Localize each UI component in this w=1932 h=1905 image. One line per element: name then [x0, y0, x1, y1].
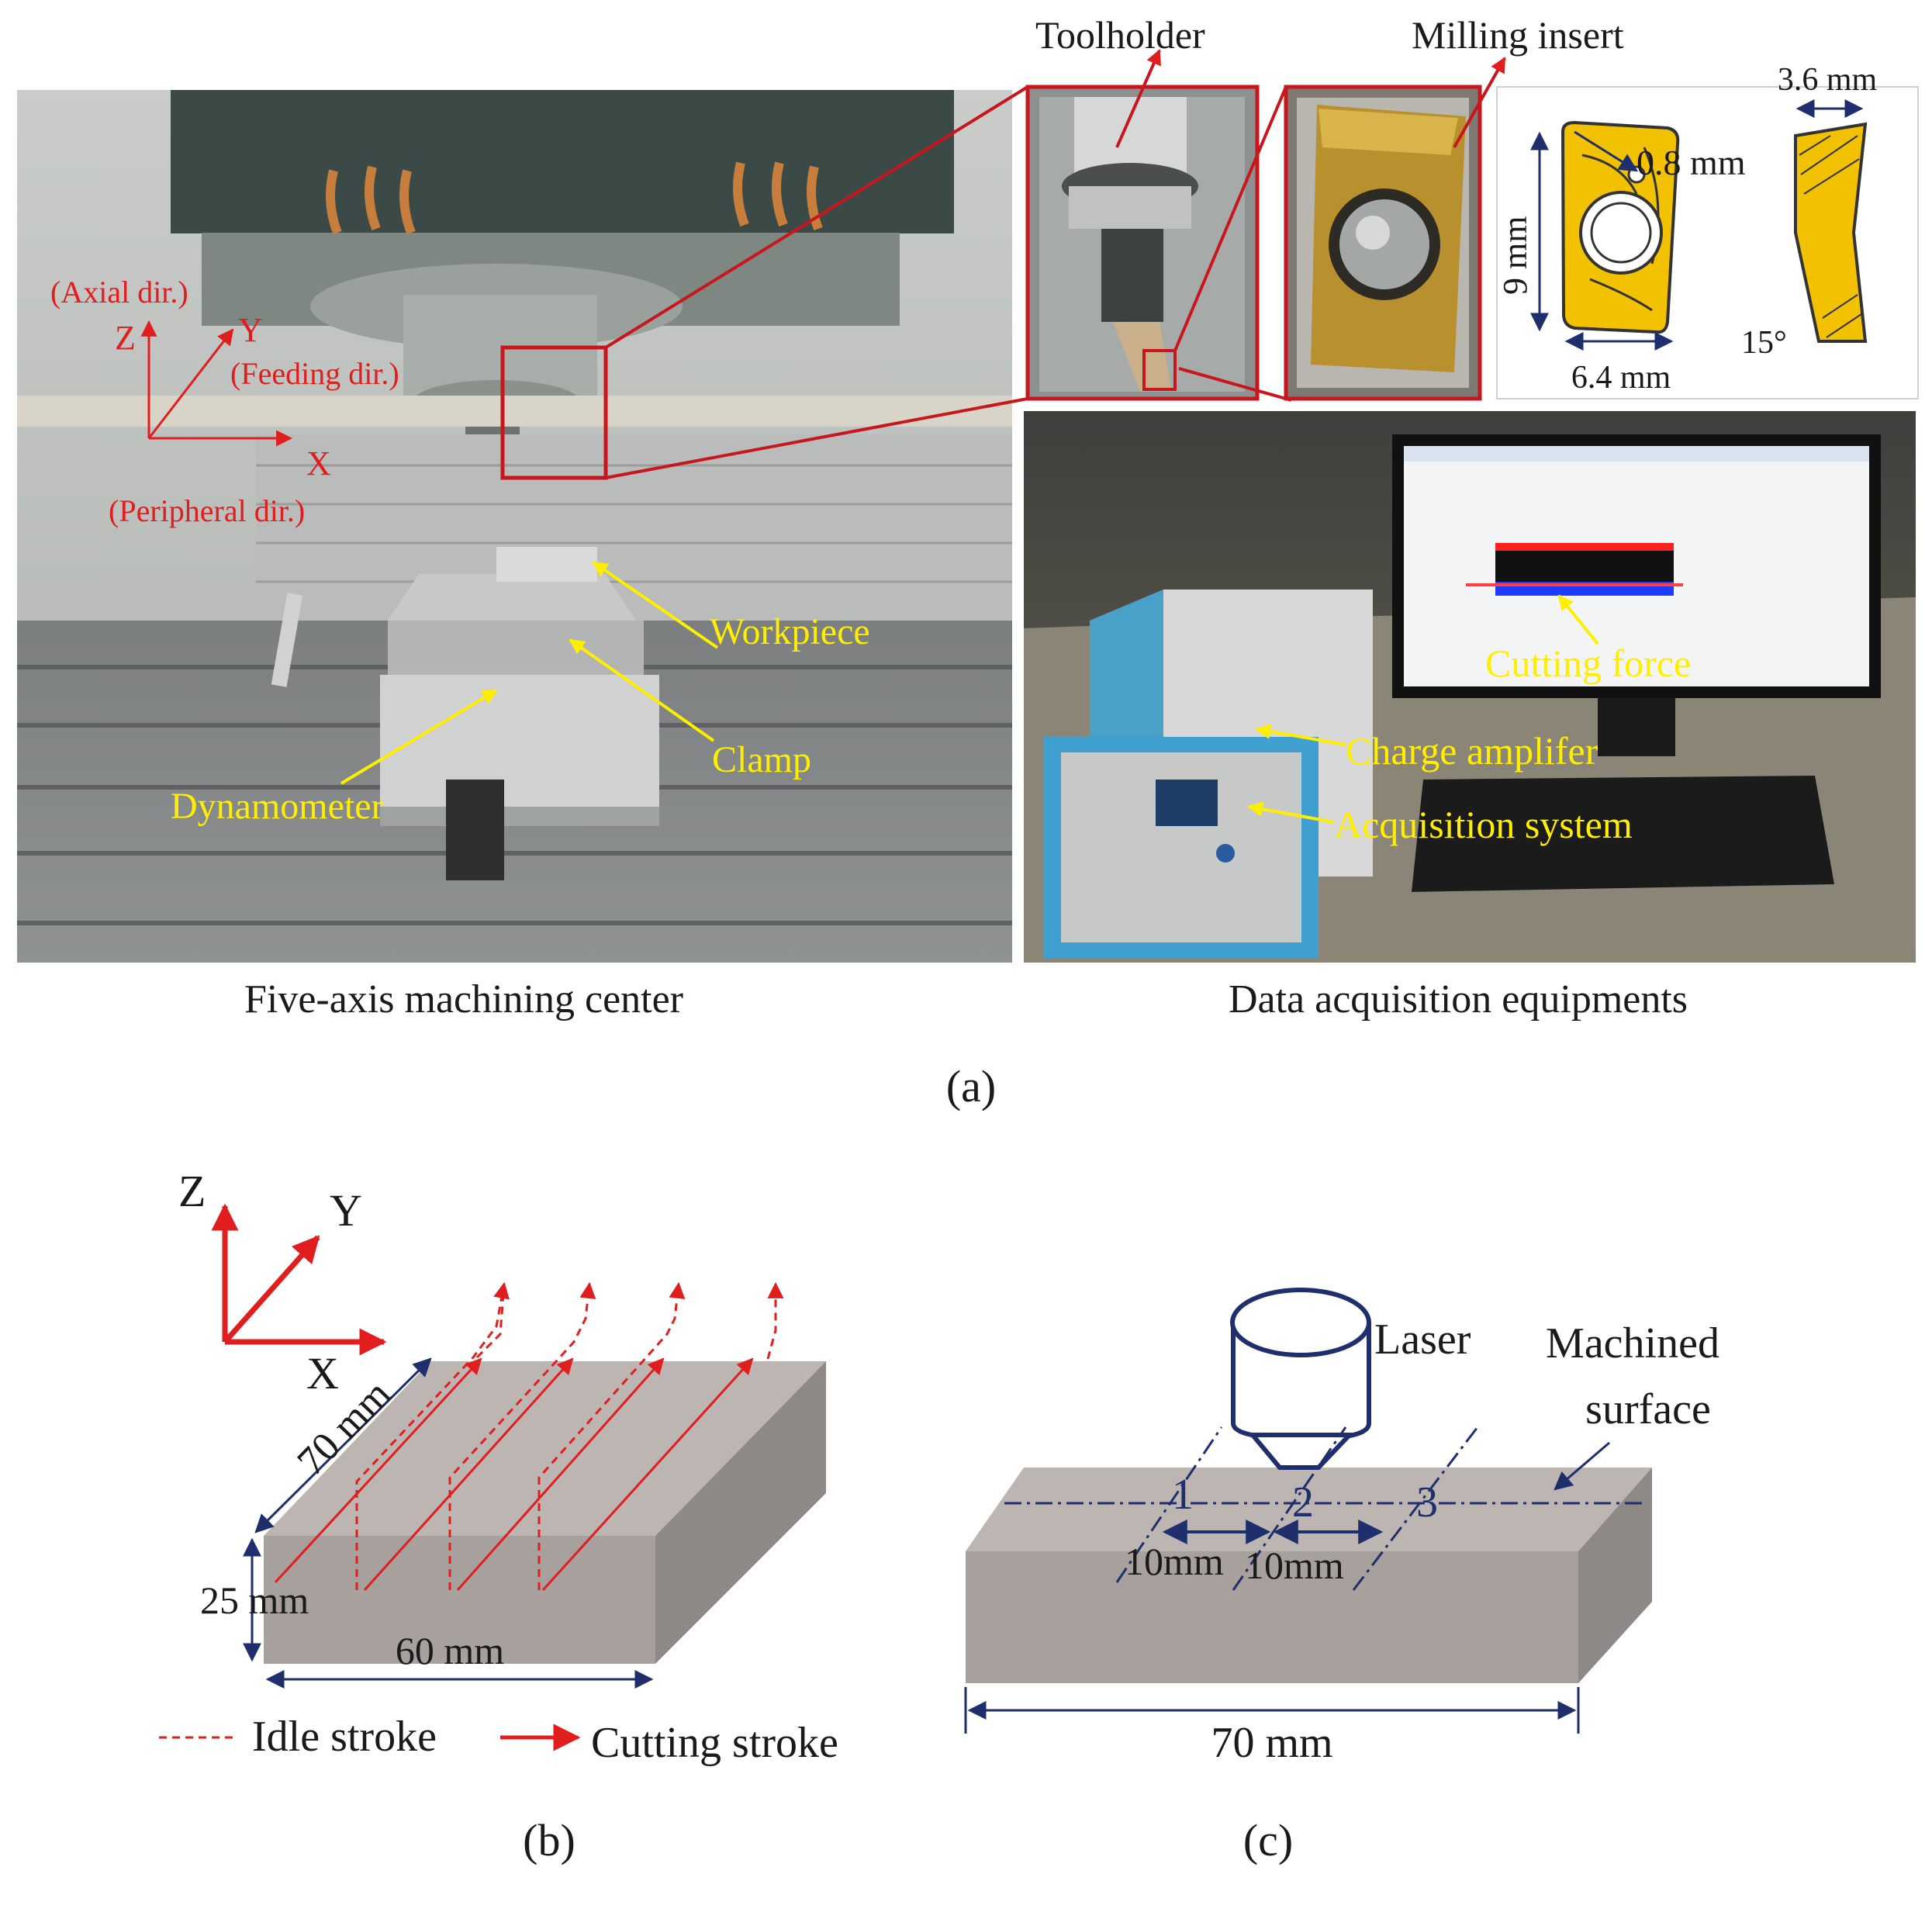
measurement-lines: [1004, 1426, 1644, 1591]
machined-label: Machined: [1546, 1319, 1719, 1367]
data-acquisition-photo: [1024, 411, 1916, 963]
laser-label: Laser: [1374, 1316, 1471, 1364]
panel-c-block: [966, 1468, 1652, 1683]
insert-angle-dim: 15°: [1741, 325, 1787, 361]
surface-label: surface: [1585, 1385, 1711, 1433]
milling-insert-label: Milling insert: [1412, 13, 1624, 57]
workpiece-label: Workpiece: [710, 611, 870, 652]
panel-b-label: (b): [523, 1815, 575, 1865]
legend-idle-label: Idle stroke: [252, 1713, 437, 1761]
data-acquisition-caption: Data acquisition equipments: [1229, 977, 1688, 1022]
insert-width-dim: 6.4 mm: [1571, 360, 1671, 396]
machine-callouts: Workpiece Clamp Dynamometer: [171, 561, 870, 827]
axis-z-dir-label: (Axial dir.): [50, 275, 188, 309]
b-axis-y-label: Y: [330, 1185, 362, 1236]
acquisition-callouts: Cutting force Charge amplifer Acquisitio…: [1247, 594, 1691, 846]
legend-cutting-label: Cutting stroke: [591, 1719, 838, 1767]
panel-b-axes: Z Y X: [178, 1166, 387, 1398]
machining-center-caption: Five-axis machining center: [244, 977, 683, 1022]
panel-c-label: (c): [1243, 1815, 1293, 1865]
b-axis-x-label: X: [306, 1348, 339, 1398]
axis-x-label: X: [306, 444, 331, 482]
position-1-label: 1: [1172, 1471, 1194, 1519]
laser-sensor: Laser: [1230, 1288, 1471, 1470]
machine-axes: (Axial dir.) Z Y (Feeding dir.) X (Perip…: [50, 275, 399, 528]
milling-insert-photo: [1173, 85, 1482, 402]
b-axis-z-label: Z: [178, 1166, 206, 1216]
b-width-dim: 60 mm: [396, 1629, 504, 1672]
insert-top-dim: 3.6 mm: [1778, 62, 1878, 98]
spacing-1-label: 10mm: [1125, 1540, 1224, 1583]
axis-z-label: Z: [115, 319, 136, 357]
b-height-dim: 25 mm: [200, 1578, 309, 1622]
charge-amplifier-label: Charge amplifer: [1346, 729, 1598, 773]
insert-height-dim: 9 mm: [1496, 216, 1534, 295]
cutting-force-label: Cutting force: [1485, 641, 1691, 685]
toolholder-photo: [1025, 85, 1260, 401]
panel-a-label: (a): [946, 1061, 996, 1112]
dynamometer-label: Dynamometer: [171, 786, 384, 827]
clamp-label: Clamp: [712, 739, 811, 780]
axis-y-label: Y: [238, 311, 263, 349]
position-3-label: 3: [1416, 1478, 1438, 1526]
zoom-indicator: [500, 85, 1029, 480]
panel-b-legend: Idle stroke Cutting stroke: [159, 1713, 838, 1767]
machining-center-photo: [17, 90, 1012, 963]
insert-drawing: 3.6 mm 0.8 mm 9 mm 15° 6.4 mm: [1496, 62, 1919, 399]
spacing-2-label: 10mm: [1245, 1544, 1344, 1587]
axis-x-dir-label: (Peripheral dir.): [109, 493, 305, 528]
axis-y-dir-label: (Feeding dir.): [230, 356, 399, 391]
c-length-dim: 70 mm: [1211, 1719, 1332, 1767]
acquisition-system-label: Acquisition system: [1334, 803, 1633, 846]
insert-radius-dim: 0.8 mm: [1636, 143, 1746, 182]
toolholder-label: Toolholder: [1035, 13, 1205, 57]
position-2-label: 2: [1292, 1478, 1314, 1526]
